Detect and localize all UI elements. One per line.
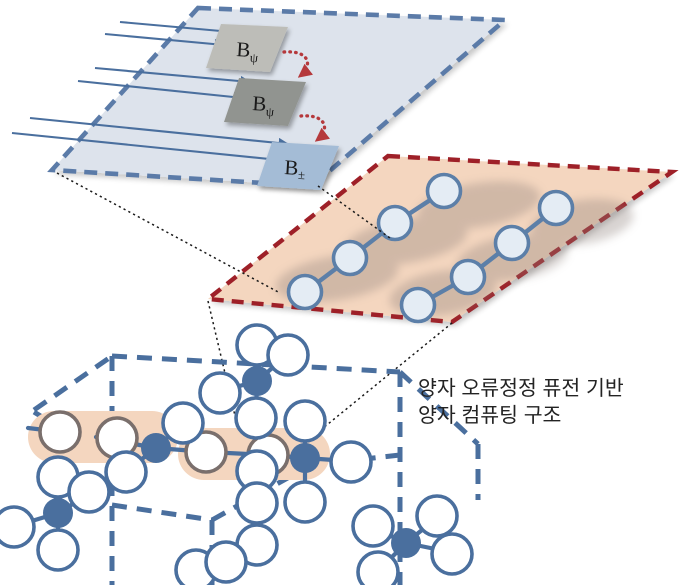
qubit-node[interactable] <box>493 224 531 262</box>
cube-edge-right-down <box>398 370 480 446</box>
lattice-node-solid[interactable] <box>391 528 421 558</box>
lattice-node-open[interactable] <box>36 528 80 572</box>
lattice-node-open[interactable] <box>104 450 148 494</box>
lattice-node-open[interactable] <box>67 470 111 514</box>
lattice-node-open[interactable] <box>266 333 310 377</box>
qubit-node[interactable] <box>376 204 414 242</box>
middle-plane-group <box>202 153 679 325</box>
incoming-arrow <box>94 66 252 87</box>
lattice-node-solid[interactable] <box>141 433 171 463</box>
feedforward-arrow <box>299 114 331 142</box>
lattice-node-solid[interactable] <box>290 443 320 473</box>
lattice-node-open[interactable] <box>184 430 228 474</box>
fusion-box-2[interactable]: Bψ <box>224 78 306 126</box>
fusion-box-3[interactable]: B± <box>257 142 339 190</box>
cube-edge-diag-mid <box>111 502 213 523</box>
incoming-arrow <box>11 131 281 165</box>
qubit-node[interactable] <box>286 273 324 311</box>
lattice-node-open[interactable] <box>204 540 248 584</box>
top-plane-group: Bψ Bψ B± <box>11 5 511 190</box>
lattice-node-open[interactable] <box>38 410 82 454</box>
qubit-node[interactable] <box>449 258 487 296</box>
fusion-box-2-shape <box>224 78 306 126</box>
lattice-node-solid[interactable] <box>43 498 73 528</box>
qubit-chain-plane-border <box>202 153 679 325</box>
lattice-node-open[interactable] <box>234 396 278 440</box>
pill-group <box>344 217 468 265</box>
lattice-node-open[interactable] <box>351 504 395 548</box>
lattice-solid-nodes-group <box>43 366 421 558</box>
fusion-box-1[interactable]: Bψ <box>206 24 288 72</box>
incoming-arrows-group <box>11 20 290 165</box>
incoming-arrow <box>104 32 226 50</box>
lattice-node-open[interactable] <box>329 440 373 484</box>
lattice-open-nodes-group <box>0 323 474 585</box>
feedforward-arrows-group <box>282 50 331 142</box>
feedforward-arrow <box>282 50 314 78</box>
fusion-box-3-shape <box>257 142 339 190</box>
qubit-node[interactable] <box>331 239 369 277</box>
lattice-node-open[interactable] <box>0 505 36 549</box>
incoming-arrow <box>29 116 290 149</box>
lattice-node-open[interactable] <box>161 401 205 445</box>
guide-link-top-to-middle <box>56 172 281 294</box>
qubit-node[interactable] <box>399 286 437 324</box>
bottom-lattice-group <box>0 323 481 585</box>
lattice-node-open[interactable] <box>235 481 279 525</box>
guide-link-top-to-middle <box>317 185 391 239</box>
lattice-node-open[interactable] <box>198 371 242 415</box>
incoming-arrow <box>119 20 234 37</box>
fusion-box-1-shape <box>206 24 288 72</box>
incoming-arrow <box>77 79 245 103</box>
lattice-node-open[interactable] <box>283 480 327 524</box>
lattice-node-solid[interactable] <box>242 366 272 396</box>
lattice-node-open[interactable] <box>283 399 327 443</box>
qubit-node[interactable] <box>425 172 463 210</box>
chain-nodes-group <box>286 172 575 324</box>
lattice-node-open[interactable] <box>356 550 400 585</box>
qubit-node[interactable] <box>537 189 575 227</box>
cube-edge-top-left <box>32 353 114 413</box>
lattice-node-open[interactable] <box>430 532 474 576</box>
figure-caption: 양자 오류정정 퓨전 기반 양자 컴퓨팅 구조 <box>418 377 624 428</box>
fusion-measurement-plane-border <box>47 5 511 189</box>
lattice-node-open[interactable] <box>415 494 459 538</box>
